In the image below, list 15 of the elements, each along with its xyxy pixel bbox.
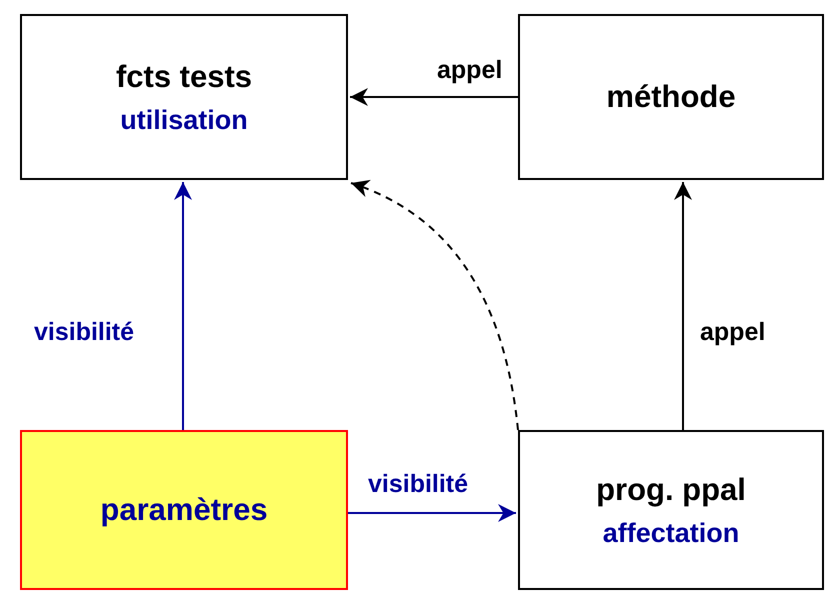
node-subtitle: affectation — [602, 518, 740, 548]
arrow — [174, 182, 192, 430]
process-box — [20, 14, 348, 180]
node-title: prog. ppal — [596, 472, 746, 508]
highlighted-box — [20, 430, 348, 590]
node-title: méthode — [606, 79, 736, 115]
node-title: paramètres — [100, 492, 268, 528]
process-box — [518, 14, 824, 180]
node-subtitle: utilisation — [120, 104, 248, 136]
process-box — [518, 430, 824, 590]
arrow — [674, 182, 692, 430]
arrow — [350, 88, 518, 106]
node-title: fcts tests — [116, 58, 252, 94]
dashed-arrow — [350, 180, 519, 430]
arrow — [348, 504, 516, 522]
